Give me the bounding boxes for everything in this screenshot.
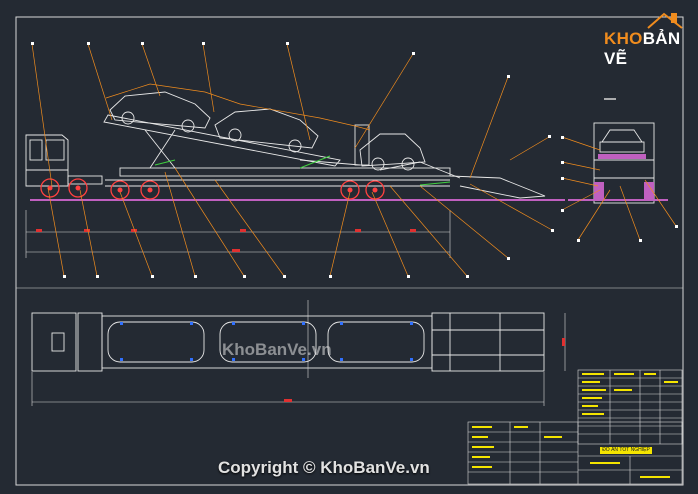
title-block-heading: ĐỒ ÁN TỐT NGHIỆP — [600, 447, 652, 454]
car-lower — [359, 133, 426, 171]
watermark: KhoBanVe.vn — [222, 340, 332, 359]
top-view — [31, 300, 566, 406]
hydraulic-arm — [154, 155, 451, 186]
logo-house-icon — [647, 12, 683, 29]
title-block-lower-text — [472, 426, 670, 478]
cover-outline — [105, 83, 371, 131]
leader-lines-top — [31, 43, 509, 187]
sheet-frame — [15, 16, 684, 486]
copyright-text: Copyright © KhoBanVe.vn — [218, 458, 430, 477]
logo-part-1: KHO — [604, 29, 643, 48]
leader-dots — [31, 42, 554, 278]
trailer-frame — [105, 161, 546, 199]
logo-part-2: BẢN VẼ — [604, 29, 681, 68]
wheels — [40, 178, 385, 200]
wheel-hubs — [47, 185, 378, 193]
leader-lines-bottom — [47, 136, 553, 277]
title-block-upper-text — [582, 373, 678, 415]
rear-view — [561, 98, 678, 242]
car-upper-1 — [109, 91, 211, 133]
dimension-ticks — [36, 229, 416, 252]
tractor-cab — [25, 134, 103, 187]
logo[interactable]: KHOBẢN VẼ — [604, 29, 698, 69]
side-view — [25, 42, 565, 278]
title-block-lower — [467, 421, 683, 485]
car-upper-2 — [214, 108, 319, 153]
title-block-upper — [577, 369, 683, 445]
